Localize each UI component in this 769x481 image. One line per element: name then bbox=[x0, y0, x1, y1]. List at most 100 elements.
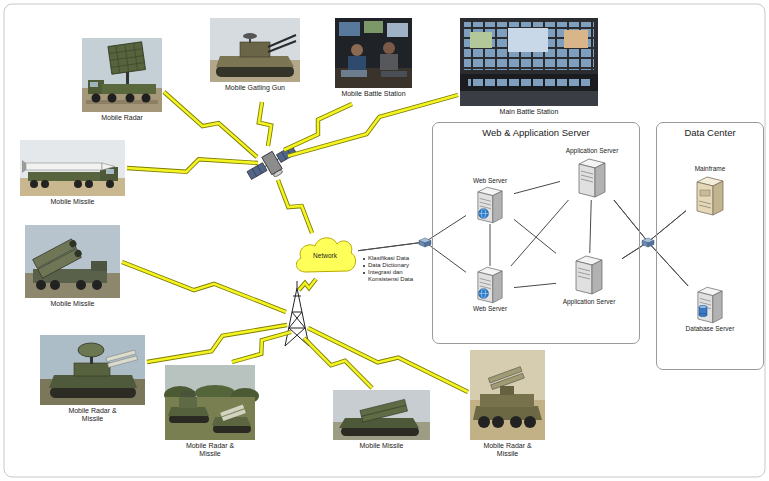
server-icon bbox=[576, 256, 602, 294]
server-icon bbox=[478, 187, 502, 222]
wheeled-radar-missile-photo bbox=[470, 350, 545, 440]
satellite bbox=[252, 149, 291, 177]
missile-launcher-photo bbox=[76, 280, 86, 290]
radar-vehicle-photo bbox=[88, 80, 104, 94]
server-node: Web Server bbox=[466, 266, 514, 314]
vehicle-caption: Mobile Missile bbox=[51, 198, 95, 206]
tracked-missile-photo bbox=[360, 399, 408, 422]
server-label: Web Server bbox=[473, 304, 507, 314]
vehicle-photo: Mobile Missile bbox=[25, 225, 120, 308]
connector-line bbox=[614, 200, 686, 242]
vehicle-photo: Mobile Missile bbox=[333, 390, 430, 450]
battle-station-photo bbox=[364, 21, 383, 33]
server-label: Mainframe bbox=[695, 164, 726, 174]
picture-area bbox=[335, 18, 412, 88]
radio-link bbox=[122, 92, 468, 392]
server-icon bbox=[698, 287, 722, 322]
radio-link bbox=[308, 328, 468, 392]
gatling-vehicle-photo bbox=[216, 56, 294, 67]
server-icon bbox=[478, 267, 502, 302]
radar-missile-vehicle-photo bbox=[165, 397, 255, 440]
radio-link bbox=[308, 328, 468, 392]
missile-launcher-photo bbox=[33, 238, 84, 278]
connector-line bbox=[590, 200, 591, 253]
picture-area bbox=[40, 335, 145, 405]
radar-vehicle-photo bbox=[90, 82, 98, 87]
tracked-missile-photo bbox=[341, 427, 419, 436]
server-icon bbox=[479, 209, 489, 219]
vehicle-caption: Mobile Gatling Gun bbox=[225, 84, 285, 92]
connector-line bbox=[514, 283, 556, 287]
database-symbol bbox=[699, 305, 707, 316]
missile-truck-photo bbox=[26, 163, 102, 170]
vehicle-photo: Main Battle Station bbox=[460, 18, 598, 116]
vehicle-photo: Mobile Radar & Missile bbox=[470, 350, 545, 459]
network-switch bbox=[648, 241, 654, 248]
connector-line bbox=[490, 224, 491, 266]
radar-missile-vehicle-photo bbox=[165, 365, 255, 440]
picture-area bbox=[165, 365, 255, 440]
picture-area bbox=[82, 38, 162, 112]
vehicle-caption: Main Battle Station bbox=[500, 108, 559, 116]
missile-launcher-photo bbox=[92, 280, 102, 290]
frame bbox=[4, 4, 765, 477]
radio-link bbox=[278, 180, 312, 233]
radio-tower bbox=[285, 281, 309, 346]
radio-link bbox=[259, 102, 271, 146]
battle-station-photo bbox=[335, 18, 412, 88]
radar-missile-vehicle-photo bbox=[222, 409, 246, 421]
radio-link bbox=[127, 159, 258, 172]
picture-area bbox=[560, 156, 624, 200]
missile-truck-photo bbox=[22, 160, 26, 173]
vehicle-caption: Mobile Radar & Missile bbox=[63, 407, 123, 424]
server-node: Application Server bbox=[556, 253, 622, 307]
missile-truck-photo bbox=[74, 180, 82, 188]
battle-station-photo bbox=[335, 68, 412, 88]
radar-missile-vehicle-photo bbox=[169, 415, 209, 423]
main-battle-station-photo bbox=[460, 18, 598, 106]
wheeled-radar-missile-photo bbox=[510, 416, 522, 428]
battle-station-photo bbox=[341, 70, 367, 77]
radar-vehicle-photo bbox=[82, 38, 162, 112]
radar-missile-vehicle-photo bbox=[179, 397, 197, 408]
radar-missile-vehicle-photo bbox=[50, 387, 136, 398]
wheeled-radar-missile-photo bbox=[491, 373, 525, 389]
gatling-vehicle-photo bbox=[210, 18, 300, 82]
missile-launcher-photo bbox=[68, 239, 77, 248]
radio-link bbox=[164, 92, 257, 157]
picture-area bbox=[460, 18, 598, 106]
battle-station-photo bbox=[383, 42, 395, 54]
battle-station-photo bbox=[335, 18, 412, 88]
tracked-missile-photo bbox=[333, 390, 430, 440]
bullet-item: Data Dictionary bbox=[362, 262, 426, 269]
connector-line bbox=[358, 242, 466, 272]
bullet-text: Integrasi dan Konsistensi Data bbox=[368, 269, 413, 282]
server-node: Web Server bbox=[466, 176, 514, 224]
vehicle-caption: Mobile Missile bbox=[360, 442, 404, 450]
picture-area bbox=[470, 350, 545, 440]
tracked-missile-photo bbox=[360, 399, 408, 422]
gatling-vehicle-photo bbox=[210, 18, 300, 82]
vehicle-caption: Mobile Radar & Missile bbox=[180, 442, 240, 459]
picture-area bbox=[678, 286, 742, 324]
main-battle-station-photo bbox=[468, 78, 590, 86]
radio-link bbox=[164, 92, 257, 157]
server-label: Application Server bbox=[566, 146, 619, 156]
main-battle-station-photo bbox=[464, 22, 594, 70]
connector-line bbox=[358, 216, 466, 251]
radio-tower bbox=[285, 281, 309, 346]
missile-launcher-photo bbox=[36, 280, 46, 290]
picture-area bbox=[556, 253, 622, 297]
missile-truck-photo bbox=[20, 140, 125, 196]
vehicle-caption: Mobile Battle Station bbox=[341, 90, 405, 98]
bullet-text: Klasifikasi Data bbox=[368, 255, 409, 261]
radar-vehicle-photo bbox=[108, 94, 117, 103]
battle-station-photo bbox=[380, 54, 398, 70]
main-battle-station-photo bbox=[470, 32, 492, 48]
cloud-shape bbox=[296, 238, 355, 272]
network-cloud: Network bbox=[292, 232, 358, 278]
radar-vehicle-photo bbox=[126, 94, 135, 103]
radar-vehicle-photo bbox=[102, 84, 156, 94]
main-battle-station-photo bbox=[460, 74, 598, 106]
missile-launcher-photo bbox=[73, 249, 82, 258]
